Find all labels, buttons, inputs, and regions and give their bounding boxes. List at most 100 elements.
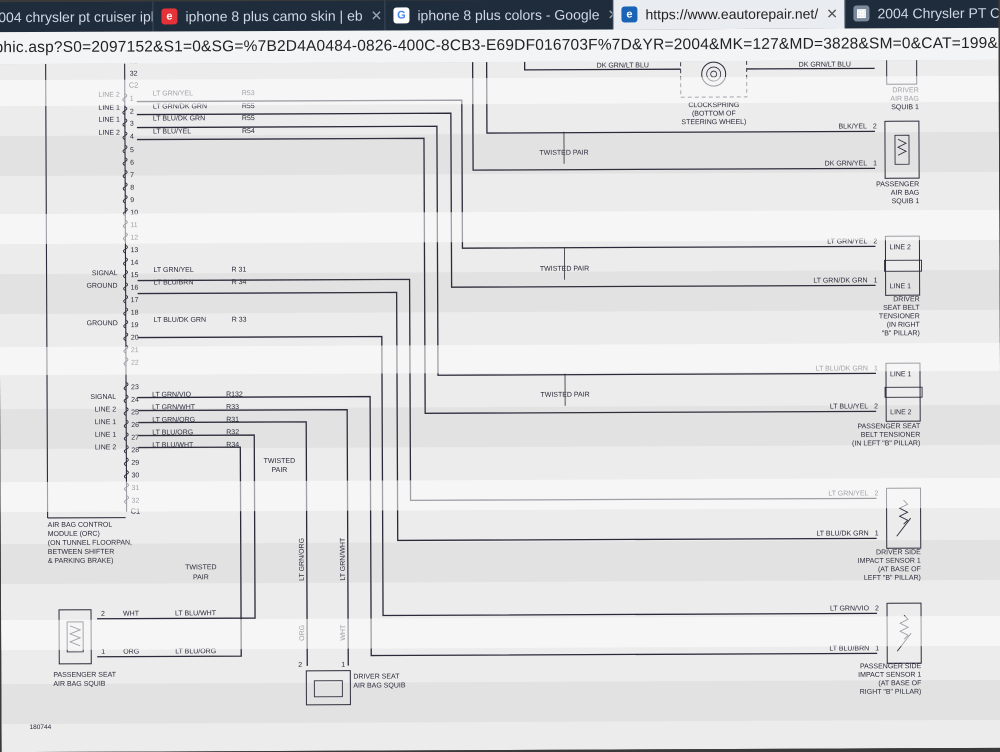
pin-number: 16: [131, 285, 139, 292]
twisted-pair-label: TWISTED PAIR: [540, 266, 589, 273]
circuit-label: R55: [242, 115, 255, 122]
pin-number: 28: [131, 447, 139, 454]
pin-number: 1: [875, 530, 879, 537]
driver-airbag-label: SQUIB 1: [891, 104, 919, 111]
wire-short-label: ORG: [123, 649, 139, 656]
twisted-pair-label: TWISTED PAIR: [539, 150, 588, 157]
close-icon[interactable]: ✕: [363, 7, 383, 24]
pin-number: 15: [131, 272, 139, 279]
pin-number: 31: [131, 485, 139, 492]
twisted-pair-label: TWISTED: [264, 458, 296, 465]
url-text[interactable]: phic.asp?S0=2097152&S1=0&SG=%7B2D4A0484-…: [0, 34, 1000, 57]
clockspring-box: [681, 60, 747, 97]
module-label: (ON TUNNEL FLOORPAN,: [48, 540, 132, 547]
passenger-seat-squib-box: [59, 610, 91, 664]
wire-color-label: LT GRN/ORG: [299, 538, 306, 581]
pin-number: 29: [131, 460, 139, 467]
driver_impact-label: DRIVER SIDE: [876, 549, 921, 556]
circuit-label: R53: [242, 90, 255, 97]
signal-label: GROUND: [86, 283, 117, 290]
close-icon[interactable]: ✕: [600, 6, 614, 23]
tab-4[interactable]: e https://www.eautorepair.net/ ✕: [613, 0, 845, 30]
wire-color-label: LT GRN/DK GRN: [153, 103, 207, 110]
pin-number: 1: [874, 365, 878, 372]
passenger_impact-element: [897, 615, 911, 651]
pin-number: 26: [131, 422, 139, 429]
pin-number: 20: [131, 335, 139, 342]
pin-number: 32: [132, 498, 140, 505]
passenger_belt-label: (IN LEFT "B" PILLAR): [852, 440, 920, 447]
passenger_impact-label: RIGHT "B" PILLAR): [860, 689, 922, 696]
pin-number: 23: [131, 384, 139, 391]
driver_impact-label: (AT BASE OF: [878, 566, 921, 573]
driver_belt-label: TENSIONER: [879, 313, 920, 320]
driver_belt-label: "B" PILLAR): [882, 330, 920, 337]
module-label: & PARKING BRAKE): [48, 558, 114, 565]
wire-color-label: DK GRN/LT BLU: [597, 62, 649, 69]
wire-color-label: LT BLU/WHT: [175, 610, 217, 617]
pin-number: 24: [131, 397, 139, 404]
line-label: LINE 2: [889, 244, 911, 251]
wire-lt-blu-brn-sensor: [138, 290, 877, 541]
driver-seat-squib-label: DRIVER SEAT: [353, 673, 400, 680]
wire-short-label: WHT: [123, 611, 140, 618]
passenger-seat-squib-element: [67, 622, 83, 652]
tab-1[interactable]: G 2004 chrysler pt cruiser iphone 8 skin…: [0, 2, 153, 33]
driver-seat-squib-box: [306, 671, 350, 705]
pin-number: 1: [341, 662, 345, 669]
driver_impact-label: LEFT "B" PILLAR): [864, 575, 921, 582]
tab-2[interactable]: e iphone 8 plus camo skin | eb ✕: [153, 0, 385, 31]
passenger_airbag-element: [895, 135, 909, 164]
wire-lt-grn-vio: [138, 394, 877, 656]
tab-label: https://www.eautorepair.net/: [645, 6, 818, 23]
passenger_airbag-label: SQUIB 1: [892, 198, 920, 205]
clockspring-icon: [702, 62, 726, 86]
wire-color-label: LT BLU/DK GRN: [153, 115, 205, 122]
wire-color-label: LT BLU/DK GRN: [816, 530, 868, 537]
module-box-left: [46, 62, 48, 518]
wire-color-label: LT GRN/VIO: [830, 605, 870, 612]
pin-number: 8: [130, 185, 134, 192]
ebay-icon: e: [161, 8, 177, 24]
tab-bar: G 2004 chrysler pt cruiser iphone 8 skin…: [0, 0, 998, 32]
clockspring-label: STEERING WHEEL): [681, 119, 746, 126]
passenger-seat-squib-label: AIR BAG SQUIB: [53, 681, 105, 688]
wire-lt-grn-dk-grn: [137, 111, 876, 288]
driver_belt-element: [885, 260, 922, 271]
pin-number: 2: [873, 238, 877, 245]
tab-5[interactable]: ▦ 2004 Chrysler PT Cruis: [845, 0, 1000, 28]
driver_belt-label: DRIVER: [893, 296, 919, 303]
pin-number: 1: [130, 96, 134, 103]
line-label: LINE 1: [890, 283, 912, 290]
clockspring-label: (BOTTOM OF: [692, 110, 736, 117]
wire-lt-blu-dk-grn: [137, 124, 876, 376]
line-label: LINE 2: [99, 130, 121, 137]
driver-seat-squib-label: AIR BAG SQUIB: [353, 682, 405, 689]
circuit-label: R 31: [232, 267, 247, 274]
pin-number: 1: [873, 160, 877, 167]
diagram-canvas: 3132C2C112345678910111213141516171819202…: [0, 60, 1000, 752]
driver-airbag-label: AIR BAG: [890, 96, 918, 103]
pin-number: 2: [873, 123, 877, 130]
line-label: LINE 1: [890, 371, 912, 378]
line-label: LINE 1: [98, 117, 120, 124]
wire-lt-grn-yel-sensor: [138, 277, 877, 501]
close-icon[interactable]: ✕: [818, 5, 838, 22]
clockspring-icon: [707, 67, 721, 81]
driver-airbag-squib: [887, 60, 917, 84]
clockspring-label: CLOCKSPRING: [688, 102, 739, 109]
circuit-label: R55: [242, 103, 255, 110]
pin-number: 12: [130, 235, 138, 242]
passenger_belt-element: [885, 387, 922, 397]
pin-number: 17: [131, 297, 139, 304]
wire-color-label: LT BLU/DK GRN: [154, 317, 206, 324]
tab-3[interactable]: G iphone 8 plus colors - Google ✕: [385, 0, 613, 30]
passenger_impact-label: IMPACT SENSOR 1: [858, 672, 921, 679]
pin-number: 21: [131, 347, 139, 354]
module-label: MODULE (ORC): [48, 531, 100, 538]
connector-label-c2: C2: [129, 81, 139, 90]
pin-number: 13: [130, 247, 138, 254]
passenger_belt-label: BELT TENSIONER: [861, 432, 921, 439]
wire-color-label: LT GRN/YEL: [828, 490, 868, 497]
driver-airbag-label: DRIVER: [892, 87, 918, 94]
